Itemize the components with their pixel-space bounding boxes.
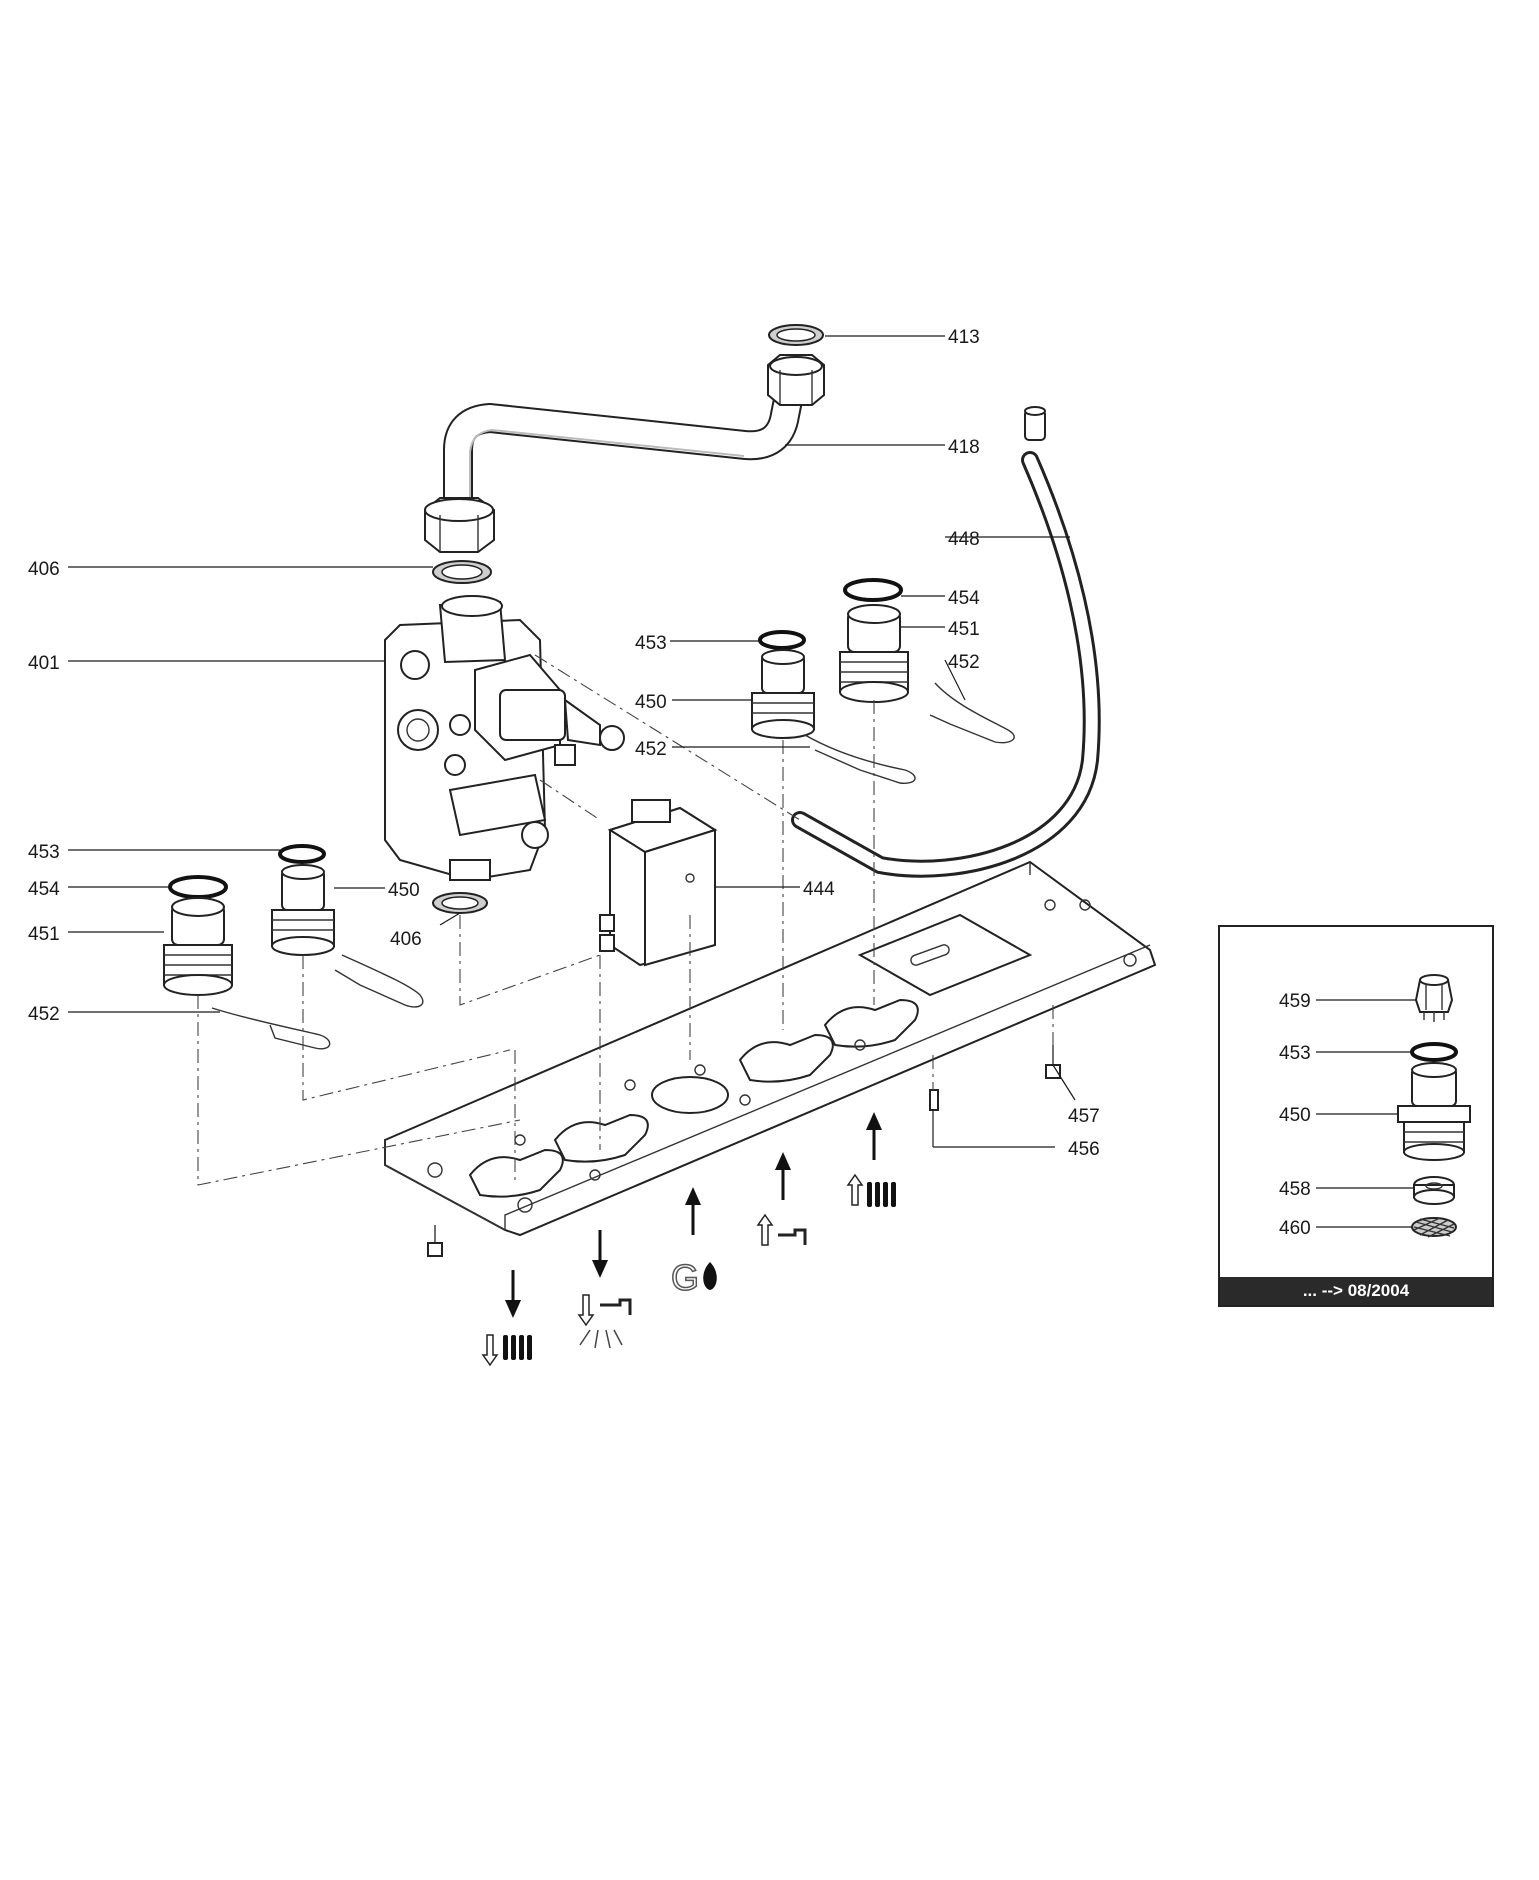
callout-454-left: 454	[28, 879, 60, 900]
seal-453-mid	[758, 630, 806, 650]
clip-452-right	[929, 682, 1015, 744]
mounting-rail	[384, 860, 1157, 1237]
seal-406-bottom	[432, 892, 488, 914]
hose-448	[791, 406, 1101, 878]
union-nut-upper	[767, 354, 825, 406]
callout-406-bottom: 406	[390, 929, 422, 950]
inset-footer-version: ... --> 08/2004	[1220, 1277, 1492, 1305]
callout-418: 418	[948, 437, 980, 458]
inset-parts: 459 453 450 458 460	[1279, 974, 1471, 1239]
callout-413: 413	[948, 327, 980, 348]
screw-bottom-left	[427, 1225, 443, 1257]
part-458	[1413, 1176, 1455, 1205]
callout-458: 458	[1279, 1179, 1311, 1200]
seal-406-top	[432, 560, 492, 584]
flame-icon	[703, 1262, 717, 1290]
inset-version-box: ... --> 08/2004	[1218, 925, 1494, 1307]
clip-452-left-b	[211, 1007, 331, 1050]
callouts: 413 418 448 406 401 454 451 452 453 450 …	[28, 327, 1100, 1160]
ignition-unit-444	[599, 799, 718, 967]
pipe-418	[443, 377, 807, 505]
callout-450-left: 450	[388, 880, 420, 901]
callout-452-left: 452	[28, 1004, 60, 1025]
callout-453-left: 453	[28, 842, 60, 863]
callout-451-right: 451	[948, 619, 980, 640]
seal-453-left	[278, 844, 326, 864]
callout-452-mid: 452	[635, 739, 667, 760]
seal-454-left	[168, 875, 228, 899]
callout-451-left: 451	[28, 924, 60, 945]
clip-452-mid	[804, 734, 916, 784]
assembly-lines	[197, 654, 1054, 1186]
seal-413	[768, 324, 824, 346]
leader-lines	[68, 335, 1076, 1148]
flow-cold-water-in	[756, 1152, 807, 1246]
flow-heating-flow	[846, 1112, 896, 1207]
callout-453-mid: 453	[635, 633, 667, 654]
connector-450-left	[271, 864, 335, 956]
union-nut-lower	[424, 497, 495, 553]
callout-450-inset: 450	[1279, 1105, 1311, 1126]
callout-450-mid: 450	[635, 692, 667, 713]
callout-406-top: 406	[28, 559, 60, 580]
connector-450-mid	[751, 649, 815, 739]
callout-401: 401	[28, 653, 60, 674]
flow-hot-water-out	[577, 1230, 632, 1349]
flow-heating-return	[481, 1270, 532, 1367]
connector-451-right	[839, 604, 909, 703]
callout-456: 456	[1068, 1139, 1100, 1160]
part-450-inset	[1397, 1062, 1471, 1161]
screw-457	[1045, 1045, 1061, 1079]
callout-457: 457	[1068, 1106, 1100, 1127]
gas-symbol-g: G	[671, 1257, 699, 1298]
callout-460: 460	[1279, 1218, 1311, 1239]
callout-444: 444	[803, 879, 835, 900]
screw-456	[929, 1089, 939, 1111]
callout-459: 459	[1279, 991, 1311, 1012]
gas-valve-401	[384, 595, 625, 882]
connector-451-left	[163, 897, 233, 996]
callout-452-right: 452	[948, 652, 980, 673]
clip-452-left-a	[334, 954, 424, 1008]
callout-453-inset: 453	[1279, 1043, 1311, 1064]
seal-454-right	[843, 578, 903, 602]
flow-gas-in: G	[670, 1187, 717, 1299]
part-459	[1414, 974, 1454, 1022]
callout-454-right: 454	[948, 588, 980, 609]
callout-448: 448	[948, 529, 980, 550]
